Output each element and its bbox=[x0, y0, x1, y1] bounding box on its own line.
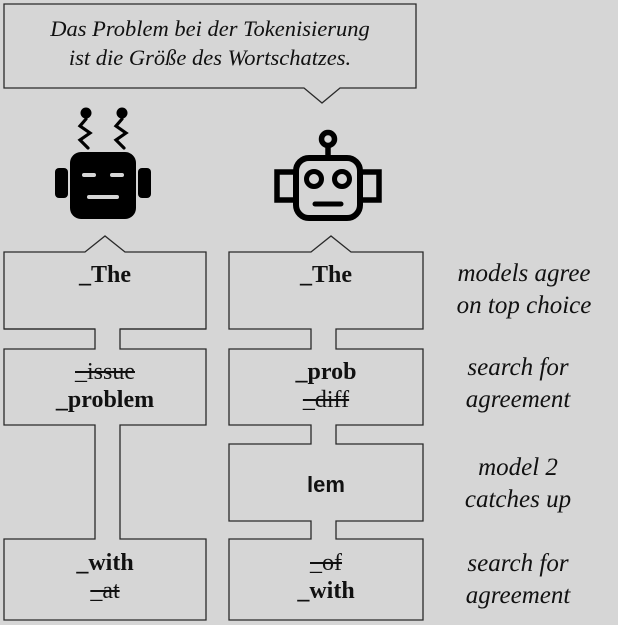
note-1-line-1: models agree bbox=[457, 260, 591, 287]
model2-rejected-diff: _diff bbox=[302, 386, 350, 413]
note-search-agreement-1: search for agreement bbox=[426, 352, 610, 416]
model1-token-problem: _problem bbox=[55, 386, 155, 413]
robot-outline-icon bbox=[274, 129, 382, 221]
speech-line-2: ist die Größe des Wortschatzes. bbox=[68, 45, 352, 71]
note-3-line-1: model 2 bbox=[478, 454, 558, 481]
note-search-agreement-2: search for agreement bbox=[426, 548, 610, 612]
model2-token-the: _The bbox=[299, 262, 352, 288]
note-models-agree: models agree on top choice bbox=[432, 258, 616, 322]
model1-rejected-at: _at bbox=[90, 577, 120, 604]
robot-antenna-icon bbox=[77, 107, 129, 150]
model1-step2-tokens: _issue _problem bbox=[4, 359, 206, 414]
model1-rejected-issue: _issue bbox=[75, 359, 135, 385]
model2-rejected-of: _of bbox=[310, 550, 342, 576]
note-1-line-2: on top choice bbox=[456, 292, 592, 319]
model2-step4-tokens: _of _with bbox=[229, 550, 423, 605]
model2-token-with: _with bbox=[297, 577, 355, 604]
model1-token-with: _with bbox=[76, 550, 134, 576]
model2-step2-tokens: _prob _diff bbox=[229, 359, 423, 414]
speech-line-1: Das Problem bei der Tokenisierung bbox=[50, 16, 370, 41]
speech-bubble-text: Das Problem bei der Tokenisierung ist di… bbox=[10, 14, 410, 73]
note-2-line-1: search for bbox=[467, 354, 569, 381]
model2-box-the bbox=[228, 235, 424, 621]
note-4-line-1: search for bbox=[467, 550, 569, 577]
model1-box-the bbox=[3, 235, 207, 621]
note-model2-catches-up: model 2 catches up bbox=[426, 452, 610, 516]
model2-token-prob: _prob bbox=[295, 359, 357, 385]
note-2-line-2: agreement bbox=[465, 386, 571, 413]
model1-step3-tokens: _with _at bbox=[4, 550, 206, 605]
note-3-line-2: catches up bbox=[464, 486, 572, 513]
robot-filled-icon bbox=[55, 152, 151, 219]
model2-token-lem: lem bbox=[307, 472, 345, 497]
model1-token-the: _The bbox=[78, 262, 131, 288]
speech-bubble bbox=[3, 3, 417, 104]
note-4-line-2: agreement bbox=[465, 582, 571, 609]
